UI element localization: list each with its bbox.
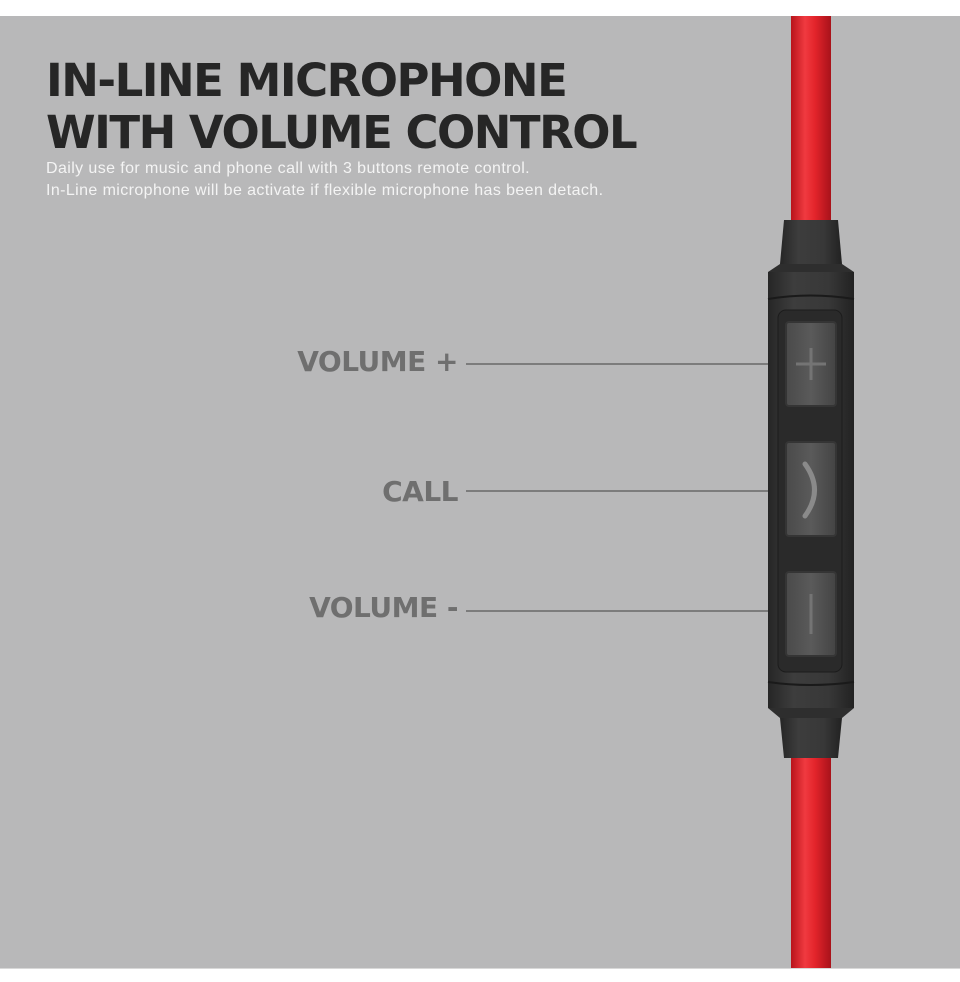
cable-bottom xyxy=(791,751,831,968)
remote-top-collar xyxy=(768,220,854,272)
remote-bottom-collar xyxy=(768,708,854,758)
volume-up-leader-line xyxy=(466,363,788,365)
phone-handset-icon xyxy=(802,461,817,519)
cable-top xyxy=(791,16,831,226)
call-leader-line xyxy=(466,490,792,492)
volume-down-leader-line xyxy=(466,610,788,612)
product-panel: IN-LINE MICROPHONE WITH VOLUME CONTROL D… xyxy=(0,16,960,968)
volume-up-button[interactable] xyxy=(785,321,837,407)
bottom-divider xyxy=(0,968,960,969)
description-line-1: Daily use for music and phone call with … xyxy=(46,160,531,177)
call-button[interactable] xyxy=(785,441,837,537)
headline-line-2: WITH VOLUME CONTROL xyxy=(46,106,638,159)
headline-line-1: IN-LINE MICROPHONE xyxy=(46,54,568,107)
plus-icon xyxy=(796,348,826,380)
volume-down-button[interactable] xyxy=(785,571,837,657)
volume-up-label: VOLUME + xyxy=(297,345,458,378)
call-label: CALL xyxy=(382,475,458,508)
description-line-2: In-Line microphone will be activate if f… xyxy=(46,182,604,199)
volume-down-label: VOLUME - xyxy=(309,591,458,624)
remote-control-illustration xyxy=(767,16,855,968)
